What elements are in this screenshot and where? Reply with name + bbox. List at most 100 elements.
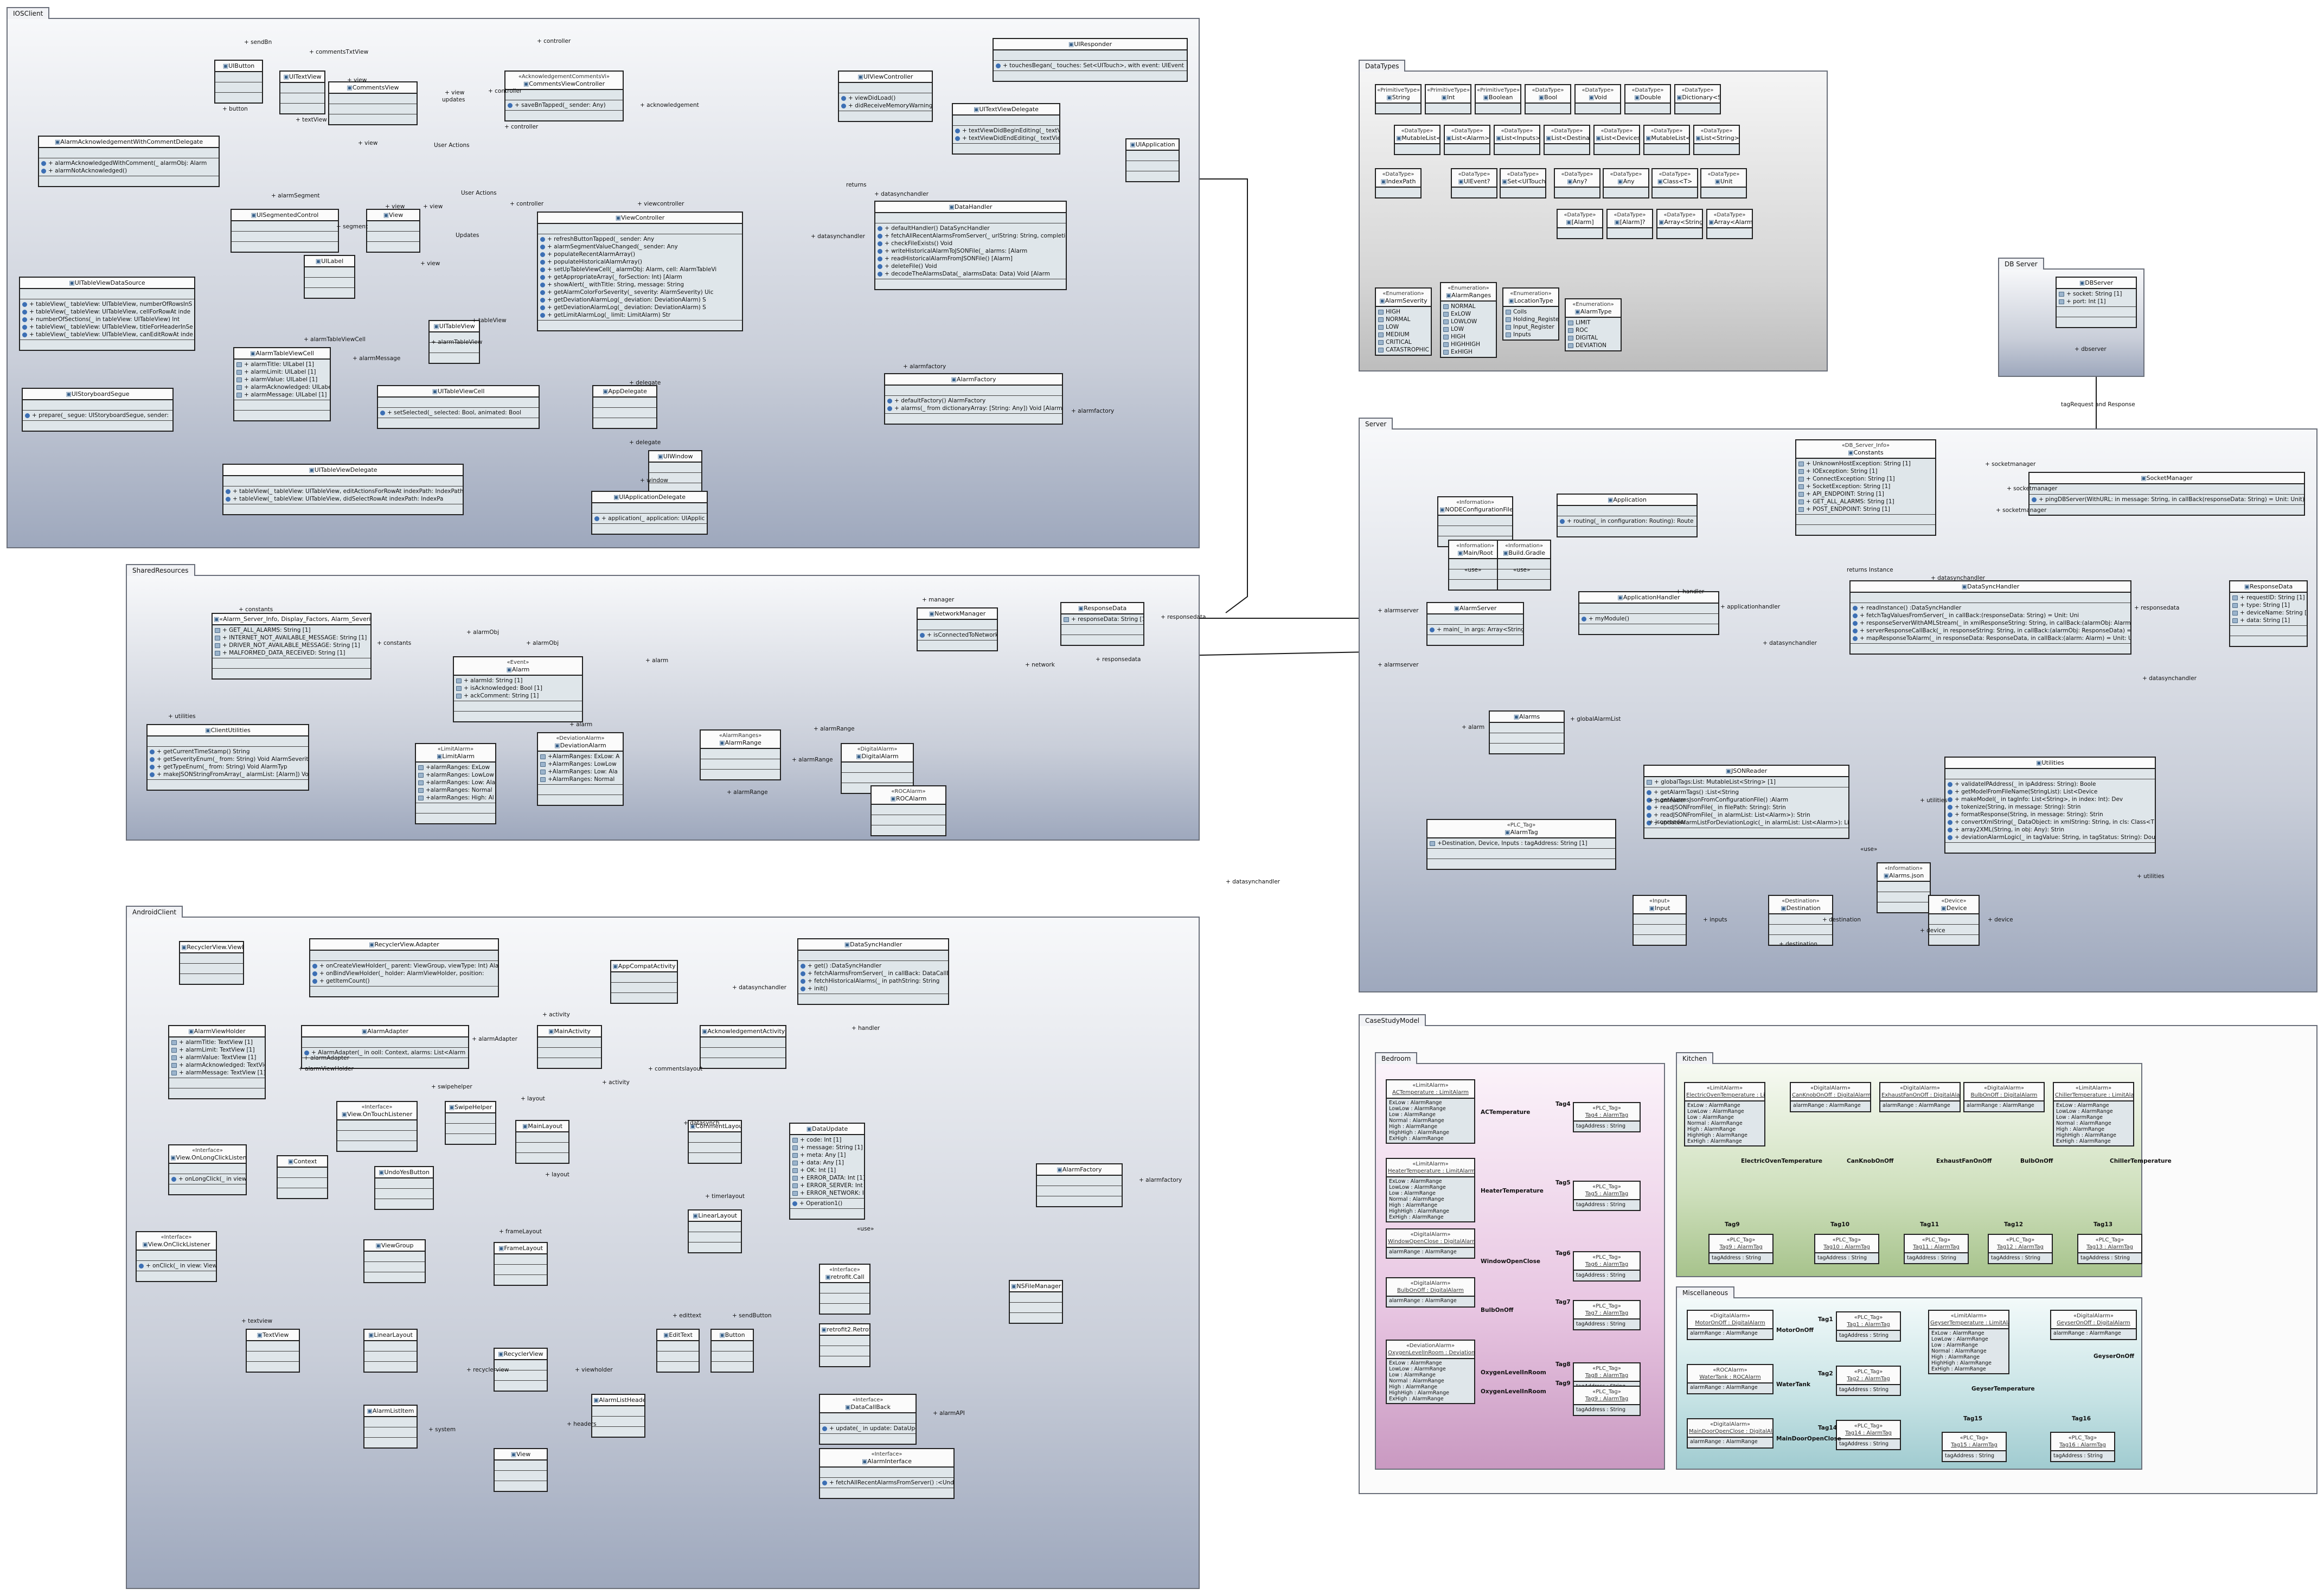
class-uiresponder[interactable]: UIResponder+ touchesBegan(_ touches: Set… — [993, 38, 1188, 82]
datatype[interactable]: «DataType»Double — [1624, 84, 1671, 114]
class-uiapplication[interactable]: UIApplication — [1125, 138, 1180, 182]
class-viewcontroller[interactable]: ViewController+ refreshButtonTapped(_ se… — [537, 212, 743, 331]
class-uiwindow[interactable]: UIWindow — [648, 450, 702, 494]
class-uitableview[interactable]: UITableView — [428, 320, 480, 364]
class-input[interactable]: «Input»Input — [1632, 895, 1687, 946]
class-mainroot[interactable]: «Information»Main/Root — [1448, 540, 1502, 591]
class-ontouch[interactable]: «Interface»View.OnTouchListener — [336, 1101, 418, 1152]
class-viewgroup[interactable]: ViewGroup — [363, 1239, 426, 1283]
instance-specification[interactable]: «LimitAlarm»GeyserTemperature : LimitAla… — [1928, 1310, 2009, 1374]
class-buildcradle[interactable]: «Information»Build.Gradle — [1497, 540, 1551, 591]
class-appdelegate[interactable]: AppDelegate — [592, 385, 657, 429]
class-alarmviewholder[interactable]: AlarmViewHolder+ alarmTitle: TextView [1… — [168, 1025, 266, 1099]
class-rvviewholder[interactable]: RecyclerView.ViewHolder — [179, 941, 244, 985]
class-alarmlistheader[interactable]: AlarmListHeader — [591, 1394, 645, 1438]
class-filemanager[interactable]: NSFileManager — [1009, 1280, 1063, 1324]
datatype[interactable]: «DataType»IndexPath — [1375, 168, 1422, 198]
class-onclick[interactable]: «Interface»View.OnClickListener+ onClick… — [136, 1231, 217, 1282]
class-clientutils[interactable]: ClientUtilities+ getCurrentTimeStamp() S… — [146, 724, 309, 791]
class-responsedataS[interactable]: ResponseData+ requestID: String [1]+ typ… — [2229, 580, 2308, 647]
datatype[interactable]: «DataType»List<Inputs> — [1494, 125, 1540, 155]
class-networkmgr[interactable]: NetworkManager+ isConnectedToNetwork() B… — [917, 607, 998, 651]
class-tvdelegate[interactable]: UITableViewDelegate+ tableView(_ tableVi… — [222, 464, 464, 515]
datatype[interactable]: «DataType»Any? — [1554, 168, 1600, 198]
class-alarmcell[interactable]: AlarmTableViewCell+ alarmTitle: UILabel … — [233, 347, 331, 421]
datatype[interactable]: «DataType»Bool — [1525, 84, 1571, 114]
class-alarmserver[interactable]: AlarmServer+ main(_ in args: Array<Strin… — [1426, 602, 1524, 646]
class-dbserver[interactable]: DBServer+ socket: String [1]+ port: Int … — [2056, 277, 2137, 328]
class-uistoryboard[interactable]: UIStoryboardSegue+ prepare(_ segue: UISt… — [22, 388, 174, 432]
enumeration[interactable]: «Enumeration»LocationTypeCoilsHolding_Re… — [1502, 287, 1559, 341]
class-uivc[interactable]: UIViewController+ viewDidLoad()+ didRece… — [838, 71, 933, 122]
class-limitalarm[interactable]: «LimitAlarm»LimitAlarm+alarmRanges: ExLo… — [415, 743, 496, 824]
class-commentsview[interactable]: CommentsView — [328, 81, 418, 125]
datatype[interactable]: «DataType»Set<UITouch> — [1500, 168, 1546, 198]
class-onlongclick[interactable]: «Interface»View.OnLongClickListener+ onL… — [168, 1144, 247, 1195]
class-commentlayout[interactable]: CommentLayout — [688, 1120, 742, 1164]
class-tvdatasource[interactable]: UITableViewDataSource+ tableView(_ table… — [19, 277, 195, 351]
class-responsedata[interactable]: ResponseData+ responseData: String [1] — [1060, 602, 1144, 646]
class-mainactivity[interactable]: MainActivity — [537, 1025, 602, 1069]
class-ackdelegate[interactable]: AlarmAcknowledgementWithCommentDelegate+… — [38, 136, 220, 187]
datatype[interactable]: «DataType»MutableList<String> — [1643, 125, 1690, 155]
instance-specification[interactable]: «DigitalAlarm»MainDoorOpenClose : Digita… — [1687, 1418, 1774, 1449]
class-rocalarm[interactable]: «ROCAlarm»ROCAlarm — [870, 785, 946, 836]
datatype[interactable]: «DataType»Dictionary<String, Any> — [1674, 84, 1721, 114]
enumeration[interactable]: «Enumeration»AlarmTypeLIMITROCDIGITALDEV… — [1565, 298, 1622, 351]
class-constants[interactable]: «Alarm_Server_Info, Display_Factors, Ala… — [212, 613, 372, 680]
datatype[interactable]: «DataType»List<Alarm> — [1444, 125, 1490, 155]
class-destination[interactable]: «Destination»Destination — [1768, 895, 1833, 946]
datatype[interactable]: «DataType»Array<String> — [1656, 209, 1703, 239]
class-plctag[interactable]: «PLC_Tag»AlarmTag+Destination, Device, I… — [1426, 819, 1616, 870]
class-utilities[interactable]: Utilities+ validateIPAddress(_ in ipAddr… — [1944, 757, 2156, 854]
datatype[interactable]: «DataType»Void — [1574, 84, 1621, 114]
class-alarmrange[interactable]: «AlarmRanges»AlarmRange — [700, 729, 781, 780]
datatype[interactable]: «DataType»[Alarm]? — [1606, 209, 1653, 239]
class-jsonreader[interactable]: JSONReader+ globalTags:List: MutableList… — [1643, 765, 1849, 839]
datatype[interactable]: «DataType»UIEvent? — [1451, 168, 1497, 198]
datatype[interactable]: «PrimitiveType»String — [1375, 84, 1422, 114]
class-button[interactable]: Button — [710, 1329, 754, 1373]
class-alarmlistitem[interactable]: AlarmListItem — [363, 1405, 418, 1449]
class-datasynchandlerS[interactable]: DataSyncHandler+ readInstance() :DataSyn… — [1849, 580, 2131, 655]
instance-specification[interactable]: «DigitalAlarm»CanKnobOnOff : DigitalAlar… — [1790, 1082, 1871, 1112]
class-constantsS[interactable]: «DB_Server_Info»Constants+ UnknownHostEx… — [1795, 439, 1936, 536]
class-textview[interactable]: TextView — [246, 1329, 300, 1373]
instance-specification[interactable]: «DigitalAlarm»WindowOpenClose : DigitalA… — [1386, 1228, 1475, 1259]
class-device[interactable]: «Device»Device — [1928, 895, 1980, 946]
class-alarmadapter[interactable]: AlarmAdapter+ AlarmAdapter(_ in ooll: Co… — [301, 1025, 469, 1069]
class-uitextview[interactable]: UITextView — [279, 71, 325, 114]
class-uilabel[interactable]: UILabel — [304, 255, 355, 299]
class-nodecfg[interactable]: «Information»NODEConfigurationFile — [1437, 496, 1513, 547]
class-datahandler[interactable]: DataHandler+ defaultHandler() DataSyncHa… — [874, 201, 1067, 290]
class-context[interactable]: Context — [277, 1155, 328, 1199]
datatype[interactable]: «DataType»MutableList<Alarm — [1394, 125, 1441, 155]
instance-specification[interactable]: «DigitalAlarm»ExhaustFanOnOff : DigitalA… — [1879, 1082, 1961, 1112]
datatype[interactable]: «DataType»List<Destination — [1544, 125, 1590, 155]
class-retrofitcallback[interactable]: retrofit2.Retrofit — [819, 1323, 870, 1367]
class-edittext[interactable]: EditText — [656, 1329, 700, 1373]
class-datacallback[interactable]: «Interface»DataCallBack+ update(_ in upd… — [819, 1394, 917, 1445]
instance-specification[interactable]: «LimitAlarm»HeaterTemperature : LimitAla… — [1386, 1158, 1475, 1222]
class-application[interactable]: Application+ routing(_ in configuration:… — [1557, 494, 1698, 537]
class-datatable[interactable]: DataUpdate+ code: Int [1]+ message: Stri… — [789, 1123, 865, 1220]
class-mainlayout[interactable]: MainLayout — [515, 1120, 569, 1164]
class-view[interactable]: View — [494, 1448, 548, 1492]
